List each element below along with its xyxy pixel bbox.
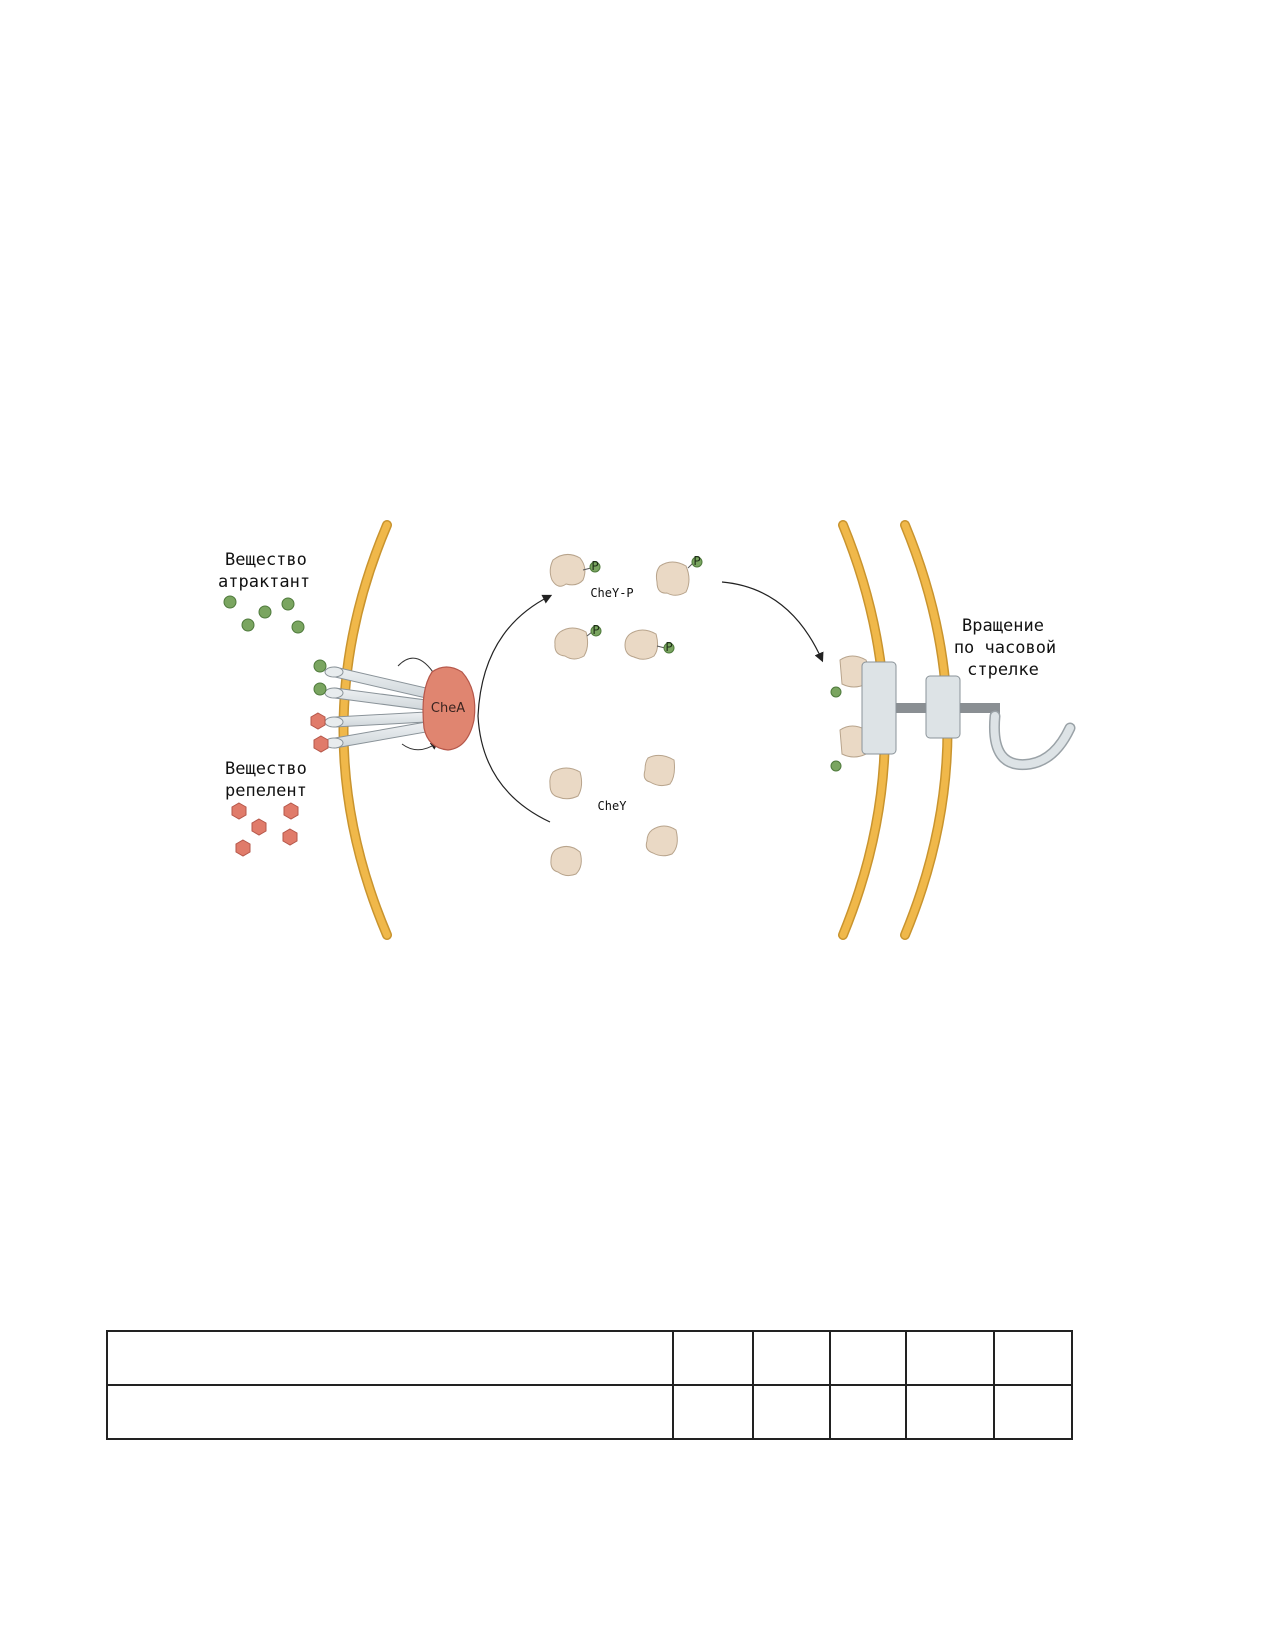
repellent-molecules	[231, 802, 299, 857]
attractant-label: Вещество	[225, 550, 307, 570]
chey-proteins	[549, 754, 678, 877]
table-cell[interactable]	[752, 1384, 831, 1440]
svg-text:P: P	[591, 559, 598, 573]
table-cell[interactable]	[905, 1384, 995, 1440]
attractant-label-2: атрактант	[218, 572, 310, 592]
table-cell[interactable]	[106, 1330, 674, 1386]
table-row	[106, 1384, 1073, 1440]
table-cell[interactable]	[993, 1330, 1073, 1386]
attractant-molecules	[223, 595, 305, 634]
svg-text:P: P	[592, 623, 599, 637]
table-cell[interactable]	[905, 1330, 995, 1386]
chey-p-proteins: P P P P	[549, 554, 703, 660]
rotation-label-2: по часовой	[954, 638, 1056, 658]
phosphorylation-arrow	[477, 594, 553, 717]
table-cell[interactable]	[672, 1330, 754, 1386]
rotation-label-3: стрелке	[967, 660, 1039, 680]
table-cell[interactable]	[672, 1384, 754, 1440]
chea-protein	[422, 666, 476, 751]
answer-table	[106, 1330, 1073, 1440]
table-cell[interactable]	[752, 1330, 831, 1386]
signal-arrow	[721, 581, 824, 663]
rotation-label: Вращение	[962, 616, 1044, 636]
table-row	[106, 1330, 1073, 1386]
table-cell[interactable]	[829, 1384, 907, 1440]
svg-text:P: P	[693, 554, 700, 568]
repellent-label: Вещество	[225, 759, 307, 779]
chey-p-label: CheY-P	[590, 586, 633, 600]
chey-label: CheY	[598, 799, 628, 813]
table-cell[interactable]	[993, 1384, 1073, 1440]
chea-label: CheA	[431, 701, 465, 716]
svg-text:P: P	[665, 640, 672, 654]
table-cell[interactable]	[829, 1330, 907, 1386]
flagellar-motor	[830, 655, 1076, 772]
return-arrow	[477, 715, 551, 823]
repellent-label-2: репелент	[225, 781, 307, 801]
table-cell[interactable]	[106, 1384, 674, 1440]
chemoreceptors	[310, 657, 439, 753]
